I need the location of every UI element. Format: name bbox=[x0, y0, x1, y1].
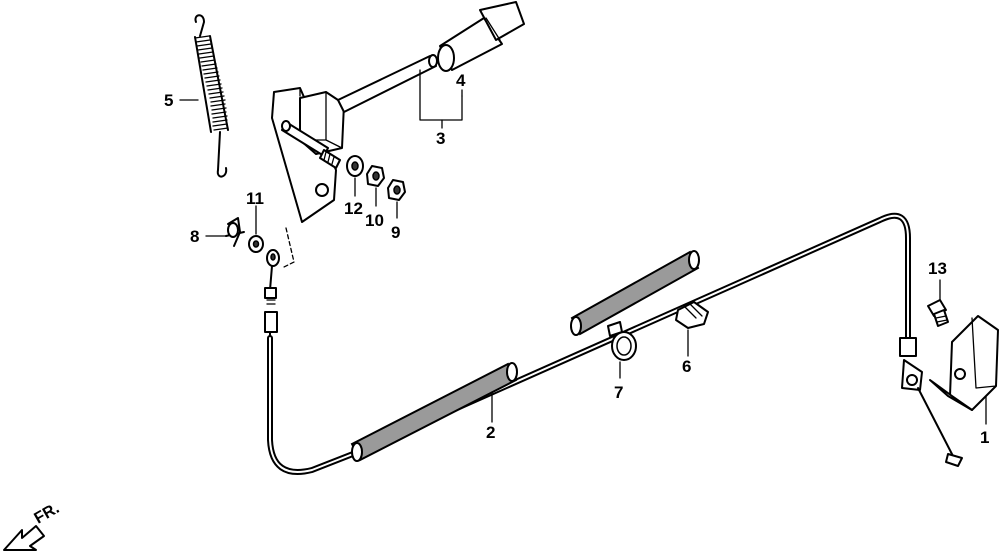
cable-end bbox=[264, 249, 280, 339]
leader-lines bbox=[179, 69, 987, 425]
label-11: 11 bbox=[246, 189, 264, 208]
front-label: FR. bbox=[32, 500, 63, 528]
nut-9 bbox=[387, 179, 406, 201]
label-7: 7 bbox=[614, 383, 623, 402]
cable-bracket-1 bbox=[929, 315, 999, 411]
cable-clip-6 bbox=[675, 301, 709, 329]
cable-clamp-7 bbox=[607, 321, 637, 361]
nut-10 bbox=[366, 165, 385, 187]
label-6: 6 bbox=[682, 357, 691, 376]
hair-clip-8 bbox=[225, 217, 245, 247]
label-3: 3 bbox=[436, 129, 445, 148]
label-4: 4 bbox=[456, 71, 466, 90]
label-2: 2 bbox=[486, 423, 495, 442]
throttle-cable bbox=[267, 212, 963, 475]
lever-knob bbox=[437, 1, 525, 72]
bolt-13 bbox=[927, 299, 949, 327]
label-13: 13 bbox=[928, 259, 947, 278]
label-9: 9 bbox=[391, 223, 400, 242]
label-8: 8 bbox=[190, 227, 199, 246]
front-direction-arrow: FR. bbox=[3, 500, 63, 551]
label-12: 12 bbox=[344, 199, 363, 218]
washer-12 bbox=[346, 155, 364, 177]
washer-11 bbox=[248, 235, 264, 253]
lever-shaft bbox=[337, 54, 438, 113]
pivot-pin bbox=[281, 120, 341, 169]
label-1: 1 bbox=[980, 428, 989, 447]
label-5: 5 bbox=[164, 91, 173, 110]
spring bbox=[194, 14, 229, 178]
label-10: 10 bbox=[365, 211, 384, 230]
